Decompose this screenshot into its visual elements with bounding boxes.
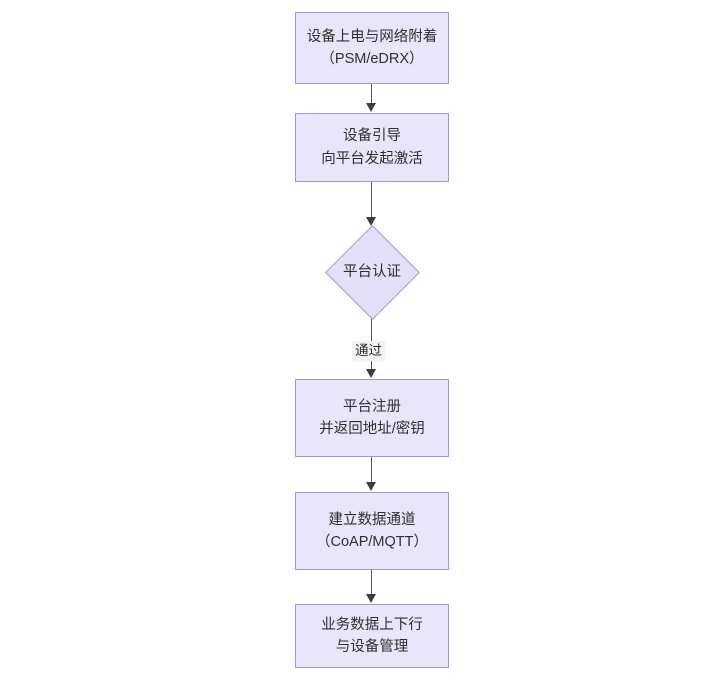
flow-node-bootstrap-line-2: 向平台发起激活 (321, 150, 423, 167)
flow-node-register-line-1: 平台注册 (343, 398, 401, 415)
flow-node-platform-register[interactable]: 平台注册 并返回地址/密钥 (295, 379, 449, 457)
connector-register-to-channel (371, 457, 373, 484)
flow-node-auth-label: 平台认证 (343, 263, 401, 280)
arrowhead-register-to-channel-icon (366, 482, 376, 491)
connector-channel-to-business (371, 570, 373, 596)
edge-label-auth-pass: 通过 (352, 341, 385, 361)
flow-node-channel-line-1: 建立数据通道 (328, 511, 416, 528)
arrowhead-auth-to-register-icon (366, 369, 376, 378)
flow-node-register-line-2: 并返回地址/密钥 (319, 421, 425, 437)
flow-node-business-data-exchange[interactable]: 业务数据上下行 与设备管理 (295, 604, 449, 668)
flow-node-device-power-on[interactable]: 设备上电与网络附着 （PSM/eDRX） (295, 12, 449, 84)
flow-node-bootstrap-line-1: 设备引导 (343, 128, 401, 145)
arrowhead-bootstrap-to-auth-icon (366, 217, 376, 226)
arrowhead-power-to-bootstrap-icon (366, 103, 376, 112)
flow-node-power-line-1: 设备上电与网络附着 (306, 28, 438, 45)
flow-node-platform-auth-decision[interactable]: 平台认证 (324, 224, 420, 320)
flow-node-establish-data-channel[interactable]: 建立数据通道 （CoAP/MQTT） (295, 492, 449, 570)
connector-bootstrap-to-auth (371, 182, 373, 219)
flow-node-device-bootstrap[interactable]: 设备引导 向平台发起激活 (295, 113, 449, 182)
flow-node-channel-line-2: （CoAP/MQTT） (316, 534, 428, 550)
connector-power-to-bootstrap (371, 84, 373, 105)
arrowhead-channel-to-business-icon (366, 594, 376, 603)
flow-node-power-line-2: （PSM/eDRX） (320, 51, 424, 67)
flow-node-business-line-2: 与设备管理 (335, 639, 409, 655)
flow-node-business-line-1: 业务数据上下行 (321, 616, 423, 633)
